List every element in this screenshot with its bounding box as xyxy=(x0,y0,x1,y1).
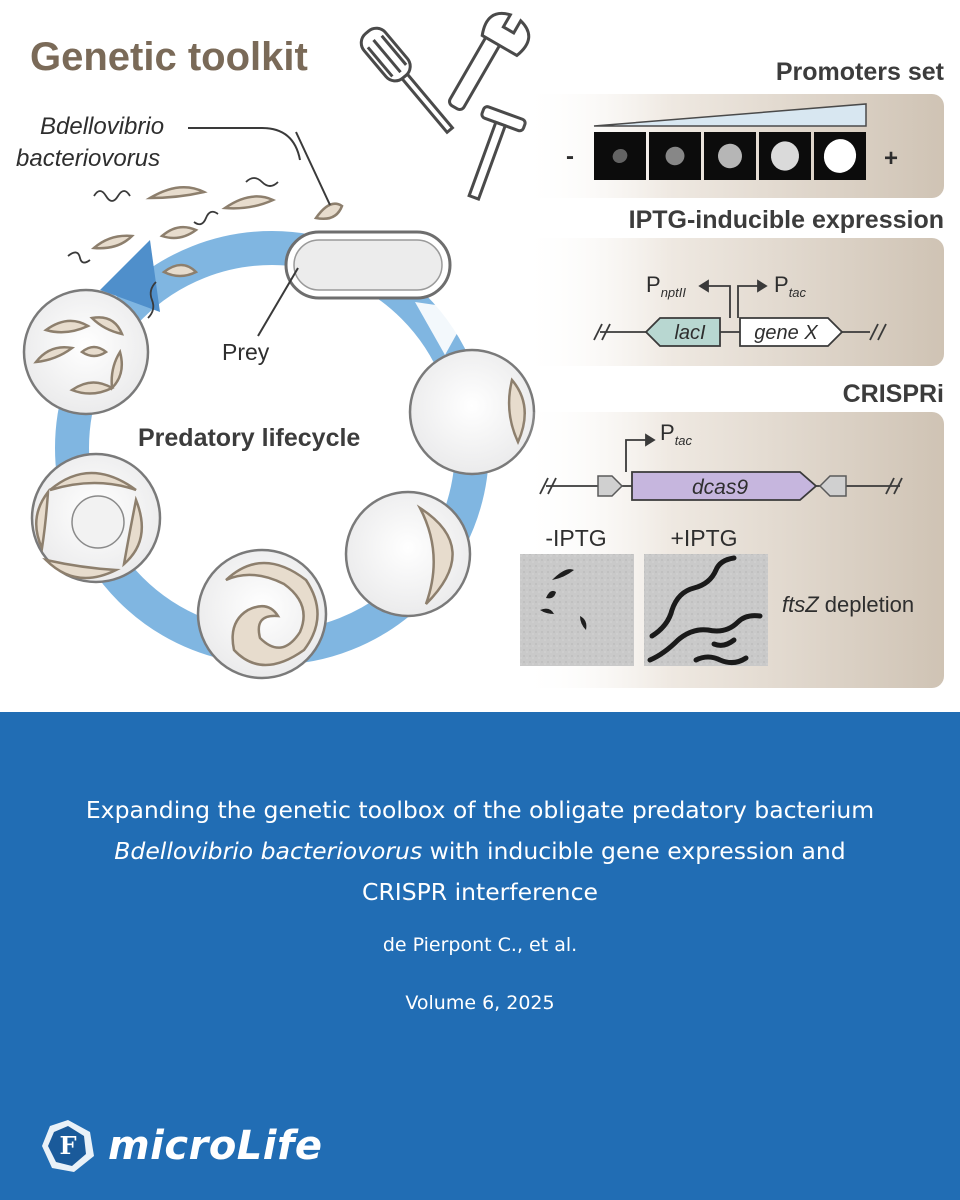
minus-iptg-label: -IPTG xyxy=(545,525,606,551)
terminator-right xyxy=(818,475,847,497)
bidirectional-promoter-arrows xyxy=(698,279,768,318)
journal-logo: F microLife xyxy=(38,1116,323,1176)
iptg-dna-breaks xyxy=(593,323,887,341)
terminator-left xyxy=(597,475,624,497)
bdelloplast-elongate xyxy=(196,548,328,680)
ptac-label: Ptac xyxy=(774,272,807,300)
article-authors: de Pierpont C., et al. xyxy=(382,934,578,956)
crispri-title: CRISPRi xyxy=(843,380,944,408)
bdelloplast-grow xyxy=(344,490,472,618)
promoter-plus-label: + xyxy=(884,145,898,172)
lifecycle-label: Predatory lifecycle xyxy=(138,424,360,452)
iptg-panel xyxy=(520,238,944,366)
prey-label: Prey xyxy=(222,339,270,365)
journal-name: microLife xyxy=(108,1123,323,1169)
pnptii-label: PnptII xyxy=(646,272,686,300)
bdelloplast-attach xyxy=(408,348,536,476)
dcas9-gene xyxy=(631,471,818,501)
crispri-promoter-arrow xyxy=(625,433,656,472)
organism-label-species: bacteriovorus xyxy=(16,145,160,172)
organism-pointer xyxy=(295,131,331,206)
microscopy-plus-iptg xyxy=(644,554,768,666)
microscopy-minus-iptg xyxy=(520,554,634,666)
promoter-tile xyxy=(814,132,866,180)
flagella xyxy=(67,177,279,319)
plus-iptg-label: +IPTG xyxy=(670,525,737,551)
bdelloplast-septate xyxy=(30,452,162,584)
fems-badge-icon: F xyxy=(42,1120,94,1172)
promoter-tile xyxy=(759,132,811,180)
promoter-microscopy-tiles xyxy=(594,132,866,180)
bdelloplast-release xyxy=(22,288,150,416)
graphical-abstract: Genetic toolkit xyxy=(16,12,945,688)
bdellovibrio-cells xyxy=(90,185,344,278)
svg-text:F: F xyxy=(59,1131,76,1160)
promoter-tile xyxy=(594,132,646,180)
promoter-tile xyxy=(649,132,701,180)
organism-label-genus: Bdellovibrio xyxy=(40,113,164,140)
gene-x xyxy=(739,317,844,347)
promoter-strength-wedge xyxy=(593,103,867,127)
dcas9-label: dcas9 xyxy=(692,476,748,499)
crispri-dna-breaks xyxy=(539,477,903,495)
laci-gene xyxy=(644,317,721,347)
article-title: Expanding the genetic toolbox of the obl… xyxy=(80,790,880,913)
article-title-part1: Expanding the genetic toolbox of the obl… xyxy=(85,796,875,824)
crispri-ptac-label: Ptac xyxy=(660,420,693,448)
article-volume: Volume 6, 2025 xyxy=(405,992,555,1014)
tools-icon xyxy=(359,12,531,201)
promoter-minus-label: - xyxy=(566,143,574,170)
iptg-title: IPTG-inducible expression xyxy=(629,206,944,234)
article-title-species: Bdellovibrio bacteriovorus xyxy=(114,837,423,865)
prey-cell xyxy=(284,230,452,300)
promoter-tile xyxy=(704,132,756,180)
laci-label: lacI xyxy=(674,322,706,344)
organism-leader xyxy=(188,127,301,161)
caption-panel: Expanding the genetic toolbox of the obl… xyxy=(0,712,960,1200)
gene-x-label: gene X xyxy=(754,322,818,344)
ftsz-depletion-label: ftsZ depletion xyxy=(782,592,914,617)
prey-pointer xyxy=(257,267,299,337)
figure-heading: Genetic toolkit xyxy=(30,35,308,79)
article-title-part2: with inducible gene expression and CRISP… xyxy=(362,837,846,906)
promoters-title: Promoters set xyxy=(776,58,945,86)
